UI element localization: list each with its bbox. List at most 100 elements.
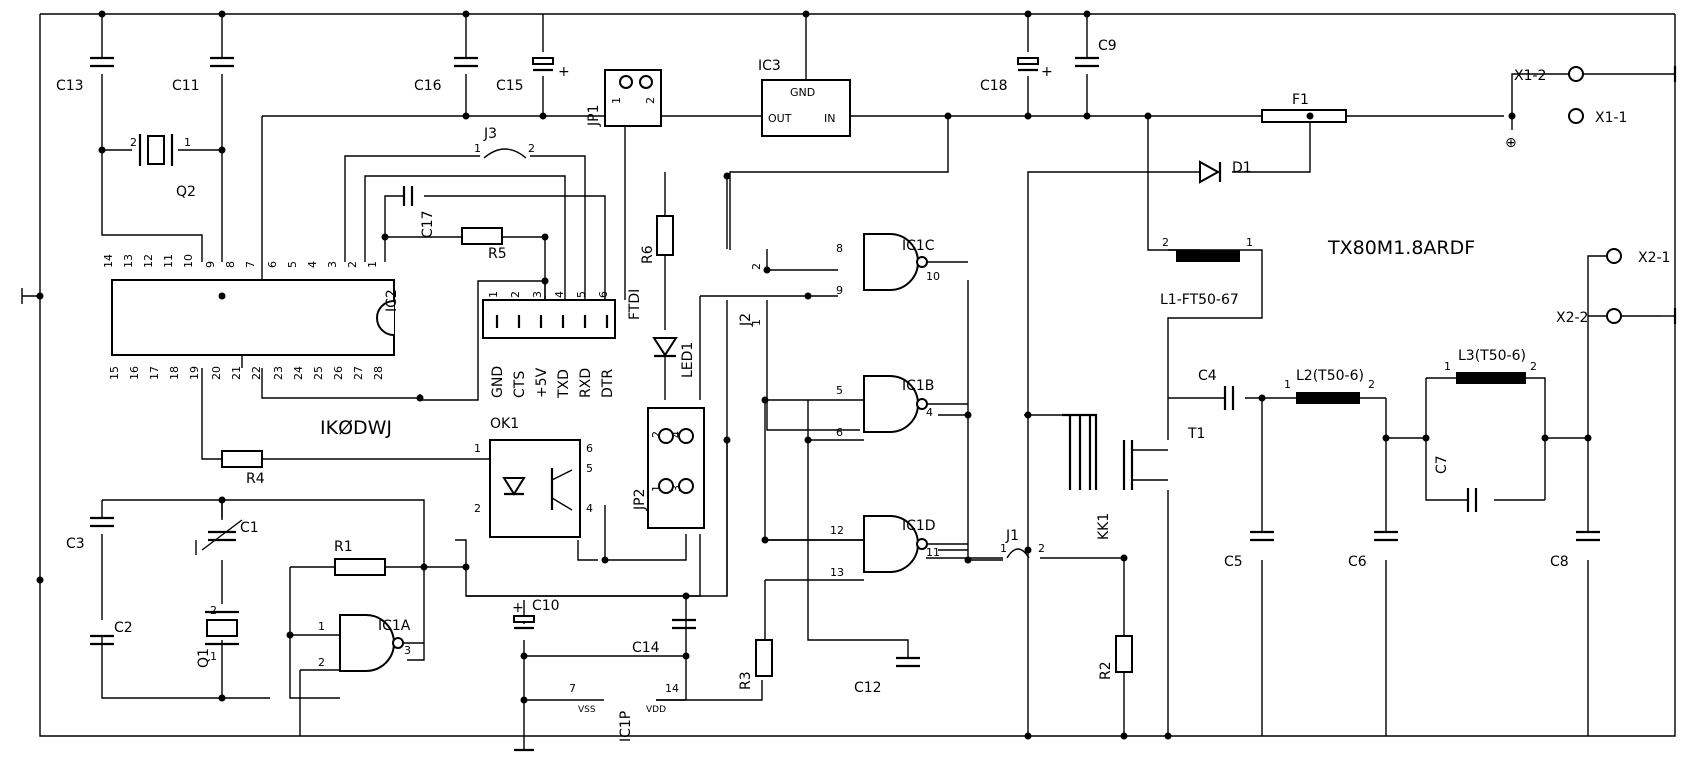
svg-text:6: 6 bbox=[586, 442, 593, 455]
svg-text:LED1: LED1 bbox=[680, 342, 696, 378]
svg-text:6: 6 bbox=[836, 426, 843, 439]
svg-text:20: 20 bbox=[210, 366, 223, 380]
svg-text:Q1: Q1 bbox=[196, 648, 212, 668]
svg-text:+5V: +5V bbox=[534, 367, 550, 398]
svg-text:1: 1 bbox=[650, 485, 663, 492]
svg-text:3: 3 bbox=[531, 291, 544, 298]
terminal-x2-2: X2-2 bbox=[1556, 310, 1588, 326]
svg-text:2: 2 bbox=[1038, 542, 1045, 555]
svg-text:8: 8 bbox=[836, 242, 843, 255]
svg-text:11: 11 bbox=[926, 546, 940, 559]
svg-text:23: 23 bbox=[272, 366, 285, 380]
terminal-x1-2: X1-2 bbox=[1514, 68, 1546, 84]
svg-text:C15: C15 bbox=[496, 78, 524, 94]
t1 bbox=[1122, 440, 1168, 490]
svg-text:JP1: JP1 bbox=[586, 105, 602, 127]
svg-text:C18: C18 bbox=[980, 78, 1008, 94]
svg-text:7: 7 bbox=[569, 682, 576, 695]
svg-text:IC1A: IC1A bbox=[378, 618, 411, 634]
svg-text:13: 13 bbox=[830, 566, 844, 579]
svg-text:18: 18 bbox=[168, 366, 181, 380]
svg-text:C3: C3 bbox=[66, 536, 85, 552]
svg-text:Q2: Q2 bbox=[176, 184, 196, 200]
svg-text:10: 10 bbox=[182, 254, 195, 268]
svg-text:C7: C7 bbox=[1434, 455, 1450, 474]
ftdi-label: FTDI bbox=[627, 289, 643, 320]
svg-text:C13: C13 bbox=[56, 78, 84, 94]
svg-text:1: 1 bbox=[487, 291, 500, 298]
electrolytic-capacitors bbox=[513, 57, 1039, 630]
ic2-pins-bottom: 15 16 17 18 19 20 21 22 23 24 25 26 27 2… bbox=[108, 366, 385, 380]
plus-marker: ⊕ bbox=[1505, 135, 1517, 151]
svg-text:22: 22 bbox=[250, 366, 263, 380]
svg-text:TXD: TXD bbox=[556, 369, 572, 399]
svg-text:2: 2 bbox=[509, 291, 522, 298]
svg-text:2: 2 bbox=[1530, 360, 1537, 373]
svg-text:1: 1 bbox=[1246, 236, 1253, 249]
svg-text:14: 14 bbox=[102, 254, 115, 268]
svg-text:24: 24 bbox=[292, 366, 305, 380]
svg-text:6: 6 bbox=[266, 261, 279, 268]
svg-text:1: 1 bbox=[366, 261, 379, 268]
svg-text:C16: C16 bbox=[414, 78, 442, 94]
svg-text:J2: J2 bbox=[738, 313, 754, 327]
inductors bbox=[1176, 250, 1526, 404]
svg-text:2: 2 bbox=[750, 263, 763, 270]
svg-text:11: 11 bbox=[162, 254, 175, 268]
svg-text:R1: R1 bbox=[334, 539, 353, 555]
labels: TX80M1.8ARDF IKØDWJ X1-2 X1-1 X2-1 X2-2 … bbox=[56, 38, 1670, 742]
crystals bbox=[138, 134, 239, 646]
svg-text:T1: T1 bbox=[1187, 426, 1205, 442]
svg-text:IC1B: IC1B bbox=[902, 378, 934, 394]
svg-text:IC1C: IC1C bbox=[902, 238, 935, 254]
svg-text:1: 1 bbox=[1000, 542, 1007, 555]
svg-text:GND: GND bbox=[490, 366, 506, 398]
svg-text:C12: C12 bbox=[854, 680, 882, 696]
svg-text:+: + bbox=[1041, 64, 1053, 80]
svg-text:4: 4 bbox=[586, 502, 593, 515]
svg-text:19: 19 bbox=[188, 366, 201, 380]
author-callsign: IKØDWJ bbox=[320, 417, 392, 439]
ok1 bbox=[489, 439, 581, 538]
svg-text:OK1: OK1 bbox=[490, 416, 519, 432]
terminal-x1-1: X1-1 bbox=[1595, 110, 1627, 126]
svg-text:13: 13 bbox=[122, 254, 135, 268]
svg-text:IC1D: IC1D bbox=[902, 518, 936, 534]
svg-text:IC3: IC3 bbox=[758, 58, 781, 74]
svg-text:2: 2 bbox=[528, 142, 535, 155]
svg-text:2: 2 bbox=[650, 431, 663, 438]
nand-gates bbox=[339, 233, 968, 672]
svg-text:IN: IN bbox=[824, 112, 835, 125]
svg-text:9: 9 bbox=[204, 261, 217, 268]
svg-text:RXD: RXD bbox=[578, 368, 594, 398]
svg-text:14: 14 bbox=[665, 682, 679, 695]
svg-text:1: 1 bbox=[1444, 360, 1451, 373]
resistors bbox=[221, 215, 1133, 677]
svg-text:21: 21 bbox=[230, 366, 243, 380]
d1 bbox=[1199, 160, 1222, 184]
svg-text:3: 3 bbox=[670, 485, 683, 492]
svg-text:C8: C8 bbox=[1550, 554, 1569, 570]
svg-text:17: 17 bbox=[148, 366, 161, 380]
ic2-pins-top: 14 13 12 11 10 9 8 7 6 5 4 3 2 1 bbox=[102, 254, 379, 268]
board-title: TX80M1.8ARDF bbox=[1327, 237, 1475, 259]
svg-text:2: 2 bbox=[130, 136, 137, 149]
led1 bbox=[652, 337, 678, 358]
svg-text:9: 9 bbox=[836, 284, 843, 297]
svg-text:OUT: OUT bbox=[768, 112, 792, 125]
svg-text:26: 26 bbox=[332, 366, 345, 380]
svg-text:JP2: JP2 bbox=[632, 489, 648, 511]
svg-text:C1: C1 bbox=[240, 520, 259, 536]
svg-text:6: 6 bbox=[597, 291, 610, 298]
ftdi-header: 1 2 3 4 5 6 FTDI GND CTS +5V TXD RXD DTR bbox=[482, 289, 643, 399]
svg-text:2: 2 bbox=[1368, 378, 1375, 391]
jp1 bbox=[604, 69, 662, 127]
terminals bbox=[1568, 66, 1622, 324]
svg-text:27: 27 bbox=[352, 366, 365, 380]
svg-text:16: 16 bbox=[128, 366, 141, 380]
svg-text:C6: C6 bbox=[1348, 554, 1367, 570]
svg-text:J3: J3 bbox=[483, 126, 497, 142]
svg-text:1: 1 bbox=[318, 620, 325, 633]
terminal-x2-1: X2-1 bbox=[1638, 250, 1670, 266]
